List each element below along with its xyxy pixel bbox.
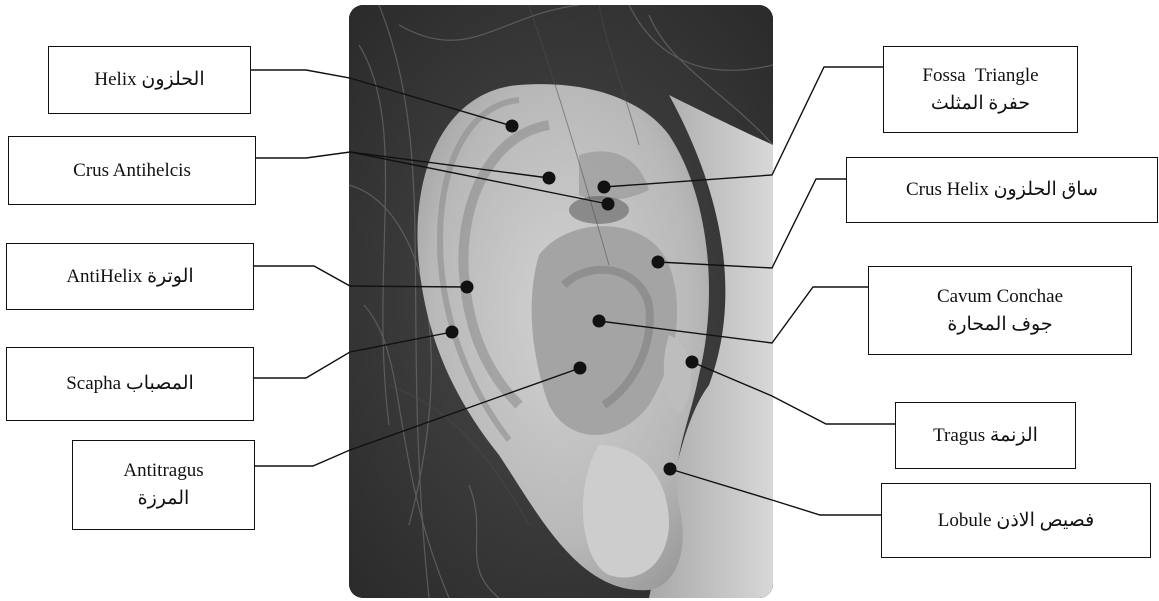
label-fossa-line1: Fossa Triangle — [922, 62, 1038, 90]
label-antitragus-line2: المرزة — [138, 485, 190, 513]
label-crus-antihelix: Crus Antihelcis — [8, 136, 256, 205]
label-helix: Helix الحلزون — [48, 46, 251, 114]
canal-shadow — [569, 196, 629, 224]
label-helix-text: Helix الحلزون — [94, 66, 204, 94]
label-antitragus-line1: Antitragus — [123, 457, 203, 485]
label-tragus: Tragus الزنمة — [895, 402, 1076, 469]
label-cavum-line1: Cavum Conchae — [937, 283, 1063, 311]
ear-photo — [349, 5, 773, 598]
label-tragus-text: Tragus الزنمة — [933, 422, 1038, 450]
label-lobule-text: Lobule فصيص الاذن — [938, 507, 1094, 535]
label-crus-helix: Crus Helix ساق الحلزون — [846, 157, 1158, 223]
label-scapha: Scapha المصباب — [6, 347, 254, 421]
label-cavum-conchae: Cavum Conchae جوف المحارة — [868, 266, 1132, 355]
label-cavum-line2: جوف المحارة — [947, 311, 1052, 339]
label-crus-antihelix-text: Crus Antihelcis — [73, 157, 191, 185]
label-fossa-line2: حفرة المثلث — [931, 90, 1030, 118]
label-lobule: Lobule فصيص الاذن — [881, 483, 1151, 558]
label-scapha-text: Scapha المصباب — [66, 370, 194, 398]
label-antihelix: AntiHelix الوترة — [6, 243, 254, 310]
label-antihelix-text: AntiHelix الوترة — [66, 263, 193, 291]
label-fossa-triangle: Fossa Triangle حفرة المثلث — [883, 46, 1078, 133]
label-crus-helix-text: Crus Helix ساق الحلزون — [906, 176, 1098, 204]
label-antitragus: Antitragus المرزة — [72, 440, 255, 530]
